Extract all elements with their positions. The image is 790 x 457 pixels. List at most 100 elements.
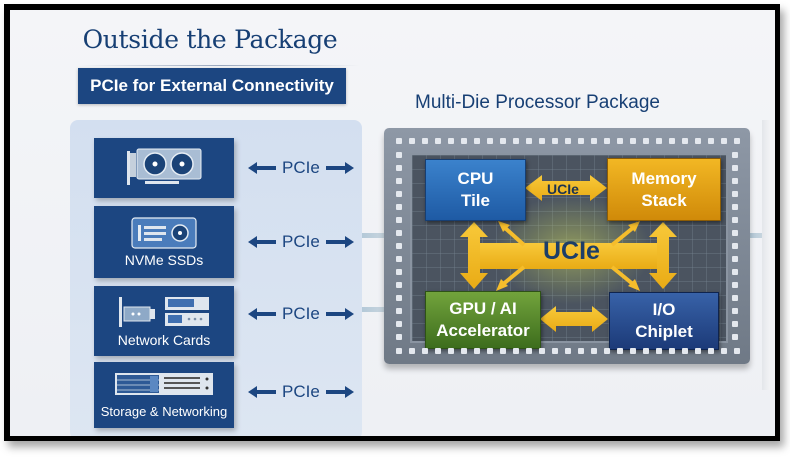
package-pad: [396, 308, 402, 314]
device-label: Network Cards: [117, 331, 211, 348]
ucie-arrow-gpu-io: [540, 306, 608, 332]
pcie-link-storage: PCIe: [246, 382, 356, 402]
package-pad: [643, 138, 649, 144]
package-pad: [396, 204, 402, 210]
package-pad: [578, 348, 584, 354]
arrow-right-icon: [325, 386, 354, 398]
package-pad: [708, 348, 714, 354]
pcie-label: PCIe: [282, 158, 320, 177]
package-title: Multi-Die Processor Package: [415, 92, 660, 113]
arrow-left-icon: [248, 162, 276, 174]
right-edge-panel: [762, 120, 770, 390]
pcie-label: PCIe: [282, 232, 320, 251]
package-pad: [552, 138, 558, 144]
package-pad: [682, 138, 688, 144]
package-pad: [487, 138, 493, 144]
package-pad: [474, 138, 480, 144]
package-pad: [617, 348, 623, 354]
package-pad: [734, 138, 740, 144]
pcie-subtitle-banner: PCIe for External Connectivity: [78, 68, 346, 104]
gpu-tile-line1: GPU / AI: [449, 299, 517, 318]
arrow-left-icon: [248, 236, 276, 248]
package-pad: [422, 138, 428, 144]
package-pad: [396, 152, 402, 158]
package-pad: [643, 348, 649, 354]
package-pad: [500, 138, 506, 144]
gpu-tile-line2: Accelerator: [436, 321, 530, 340]
package-pad: [474, 348, 480, 354]
connector-line: [750, 233, 764, 238]
package-pad: [435, 138, 441, 144]
package-pad: [732, 217, 738, 223]
device-label: Storage & Networking: [100, 403, 228, 419]
package-pad: [539, 138, 545, 144]
package-pad: [448, 138, 454, 144]
package-pad: [435, 348, 441, 354]
package-pad: [396, 295, 402, 301]
package-pad: [396, 230, 402, 236]
server-rack-icon: [115, 372, 213, 395]
package-pad: [396, 334, 402, 340]
package-pad: [630, 138, 636, 144]
package-pad: [721, 348, 727, 354]
package-pad: [396, 269, 402, 275]
package-pad: [734, 348, 740, 354]
package-pad: [732, 230, 738, 236]
package-pad: [630, 348, 636, 354]
package-pad: [552, 348, 558, 354]
ucie-label-large: UCIe: [543, 237, 600, 265]
package-pad: [591, 348, 597, 354]
package-pad: [669, 138, 675, 144]
package-pad: [396, 243, 402, 249]
package-pad: [448, 348, 454, 354]
package-pad: [732, 269, 738, 275]
package-pad: [396, 282, 402, 288]
arrow-right-icon: [325, 308, 354, 320]
package-pad: [396, 138, 402, 144]
memory-tile-line1: Memory: [631, 168, 697, 188]
package-pad: [682, 348, 688, 354]
device-label: NVMe SSDs: [124, 251, 204, 268]
package-pad: [656, 348, 662, 354]
arrow-right-icon: [325, 236, 354, 248]
network-card-icon: [119, 296, 209, 327]
package-pad: [565, 348, 571, 354]
pcie-link-nvme: PCIe: [246, 232, 356, 252]
arrow-left-icon: [248, 308, 276, 320]
package-pad: [708, 138, 714, 144]
package-pad: [591, 138, 597, 144]
package-pad: [669, 348, 675, 354]
package-pad: [732, 178, 738, 184]
device-nvme-ssds: NVMe SSDs: [94, 206, 234, 278]
package-pad: [396, 217, 402, 223]
package-pad: [396, 191, 402, 197]
package-pad: [396, 321, 402, 327]
package-pad: [487, 348, 493, 354]
package-pad: [732, 256, 738, 262]
pcie-label: PCIe: [282, 382, 320, 401]
package-pad: [396, 348, 402, 354]
gpu-ai-accelerator-tile: GPU / AI Accelerator: [425, 291, 541, 349]
package-pad: [578, 138, 584, 144]
cpu-tile-line2: Tile: [461, 191, 490, 210]
package-pad: [461, 138, 467, 144]
package-pad: [721, 138, 727, 144]
package-pad: [396, 256, 402, 262]
package-pad: [409, 138, 415, 144]
package-pad: [422, 348, 428, 354]
package-pad: [409, 348, 415, 354]
package-pad: [732, 152, 738, 158]
package-pad: [732, 334, 738, 340]
memory-tile-line2: Stack: [641, 190, 687, 210]
device-gpu-card: [94, 138, 234, 198]
package-pad: [565, 138, 571, 144]
connector-line: [362, 307, 386, 312]
diagram-canvas: Outside the Package PCIe for External Co…: [10, 10, 775, 436]
ucie-arrows: [460, 175, 677, 332]
io-tile-line1: I/O: [652, 300, 676, 319]
package-pad: [617, 138, 623, 144]
